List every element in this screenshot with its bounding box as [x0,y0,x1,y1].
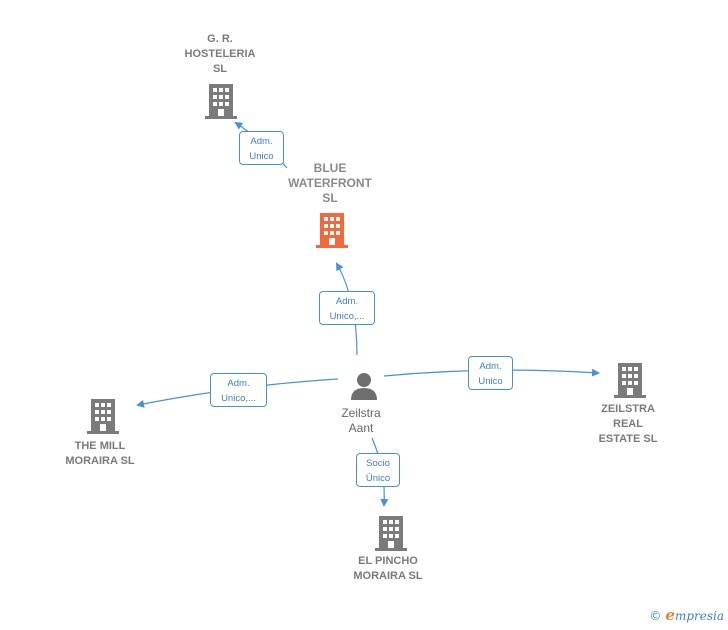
node-label-zeilstra-aant: Zeilstra Aant [341,406,381,435]
edge-label-aant-to-mill[interactable]: Adm. Unico,... [210,373,267,407]
brand-footer[interactable]: ©empresia [649,606,724,624]
node-label-the-mill: THE MILL MORAIRA SL [65,440,135,467]
edge-label-aant-to-blue[interactable]: Adm. Unico,... [319,291,375,325]
node-label-blue-waterfront: BLUE WATERFRONT SL [288,161,372,205]
node-label-zeilstra-real-estate: ZEILSTRA REAL ESTATE SL [598,403,658,445]
building-icon[interactable] [375,515,407,551]
node-label-gr-hosteleria: G. R. HOSTELERIA SL [184,33,256,75]
building-icon[interactable] [205,83,237,119]
node-label-el-pincho: EL PINCHO MORAIRA SL [353,555,423,582]
person-icon[interactable] [348,370,380,402]
edge-label-aant-to-pincho[interactable]: Socio Único [356,453,400,487]
building-icon[interactable] [87,398,119,434]
building-icon[interactable] [614,362,646,398]
brand-logo-e: e [665,606,675,624]
brand-name: mpresia [674,609,724,623]
edge-label-blue-to-gr[interactable]: Adm. Unico [239,131,284,165]
building-icon[interactable] [316,212,348,248]
copyright-symbol: © [649,609,662,623]
edge-label-aant-to-real-estate[interactable]: Adm. Unico [468,356,513,390]
